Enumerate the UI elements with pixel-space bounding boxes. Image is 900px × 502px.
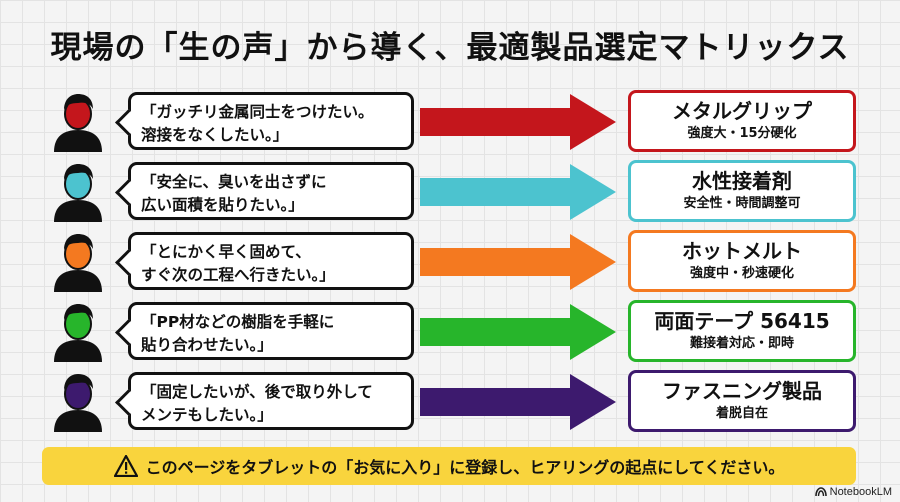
quote-line-2: 広い面積を貼りたい。」 — [141, 196, 304, 214]
arrow-right-icon — [420, 374, 616, 430]
matrix-row: 「安全に、臭いを出さずに 広い面積を貼りたい。」 水性接着剤 安全性・時間調整可 — [0, 160, 900, 224]
banner-text: このページをタブレットの「お気に入り」に登録し、ヒアリングの起点にしてください。 — [145, 458, 785, 477]
product-spec: 難接着対応・即時 — [689, 336, 794, 351]
product-name: 両面テープ 56415 — [654, 309, 830, 333]
person-avatar-icon — [54, 164, 102, 222]
quote-line-1: 「ガッチリ金属同士をつけたい。 — [141, 103, 374, 121]
quote-line-2: 貼り合わせたい。」 — [141, 336, 273, 354]
footer-brand: NotebookLM — [814, 486, 892, 498]
quote-line-2: メンテもしたい。」 — [141, 406, 273, 424]
arrow-right-icon — [420, 164, 616, 220]
instruction-banner: このページをタブレットの「お気に入り」に登録し、ヒアリングの起点にしてください。 — [42, 447, 856, 485]
matrix-row: 「固定したいが、後で取り外して メンテもしたい。」 ファスニング製品 着脱自在 — [0, 370, 900, 434]
notebooklm-logo-icon — [814, 487, 827, 497]
product-name: 水性接着剤 — [692, 169, 792, 193]
page-title: 現場の「生の声」から導く、最適製品選定マトリックス — [50, 30, 850, 66]
quote-line-1: 「とにかく早く固めて、 — [141, 243, 311, 261]
product-spec: 着脱自在 — [715, 406, 768, 421]
product-spec: 強度中・秒速硬化 — [689, 266, 794, 281]
person-avatar-icon — [54, 304, 102, 362]
customer-quote-bubble: 「とにかく早く固めて、 すぐ次の工程へ行きたい。」 — [115, 232, 414, 290]
person-avatar-icon — [54, 234, 102, 292]
customer-quote-bubble: 「PP材などの樹脂を手軽に 貼り合わせたい。」 — [115, 302, 414, 360]
footer-brand-text: NotebookLM — [829, 486, 892, 498]
product-card: 水性接着剤 安全性・時間調整可 — [628, 160, 856, 222]
product-card: メタルグリップ 強度大・15分硬化 — [628, 90, 856, 152]
customer-quote-bubble: 「固定したいが、後で取り外して メンテもしたい。」 — [115, 372, 414, 430]
arrow-right-icon — [420, 234, 616, 290]
arrow-right-icon — [420, 304, 616, 360]
arrow-right-icon — [420, 94, 616, 150]
person-avatar-icon — [54, 94, 102, 152]
product-name: ホットメルト — [682, 239, 802, 263]
quote-line-2: すぐ次の工程へ行きたい。」 — [141, 266, 335, 284]
matrix-row: 「とにかく早く固めて、 すぐ次の工程へ行きたい。」 ホットメルト 強度中・秒速硬… — [0, 230, 900, 294]
product-spec: 強度大・15分硬化 — [687, 126, 797, 141]
product-name: ファスニング製品 — [662, 379, 822, 403]
quote-line-1: 「固定したいが、後で取り外して — [141, 383, 373, 401]
product-card: 両面テープ 56415 難接着対応・即時 — [628, 300, 856, 362]
product-card: ホットメルト 強度中・秒速硬化 — [628, 230, 856, 292]
customer-quote-bubble: 「ガッチリ金属同士をつけたい。 溶接をなくしたい。」 — [115, 92, 414, 150]
quote-line-1: 「PP材などの樹脂を手軽に — [141, 313, 335, 331]
product-name: メタルグリップ — [672, 99, 812, 123]
customer-quote-bubble: 「安全に、臭いを出さずに 広い面積を貼りたい。」 — [115, 162, 414, 220]
product-card: ファスニング製品 着脱自在 — [628, 370, 856, 432]
quote-line-2: 溶接をなくしたい。」 — [141, 126, 289, 144]
person-avatar-icon — [54, 374, 102, 432]
product-spec: 安全性・時間調整可 — [683, 196, 801, 211]
warning-icon — [113, 455, 138, 477]
quote-line-1: 「安全に、臭いを出さずに — [141, 173, 327, 191]
matrix-row: 「ガッチリ金属同士をつけたい。 溶接をなくしたい。」 メタルグリップ 強度大・1… — [0, 90, 900, 154]
matrix-row: 「PP材などの樹脂を手軽に 貼り合わせたい。」 両面テープ 56415 難接着対… — [0, 300, 900, 364]
